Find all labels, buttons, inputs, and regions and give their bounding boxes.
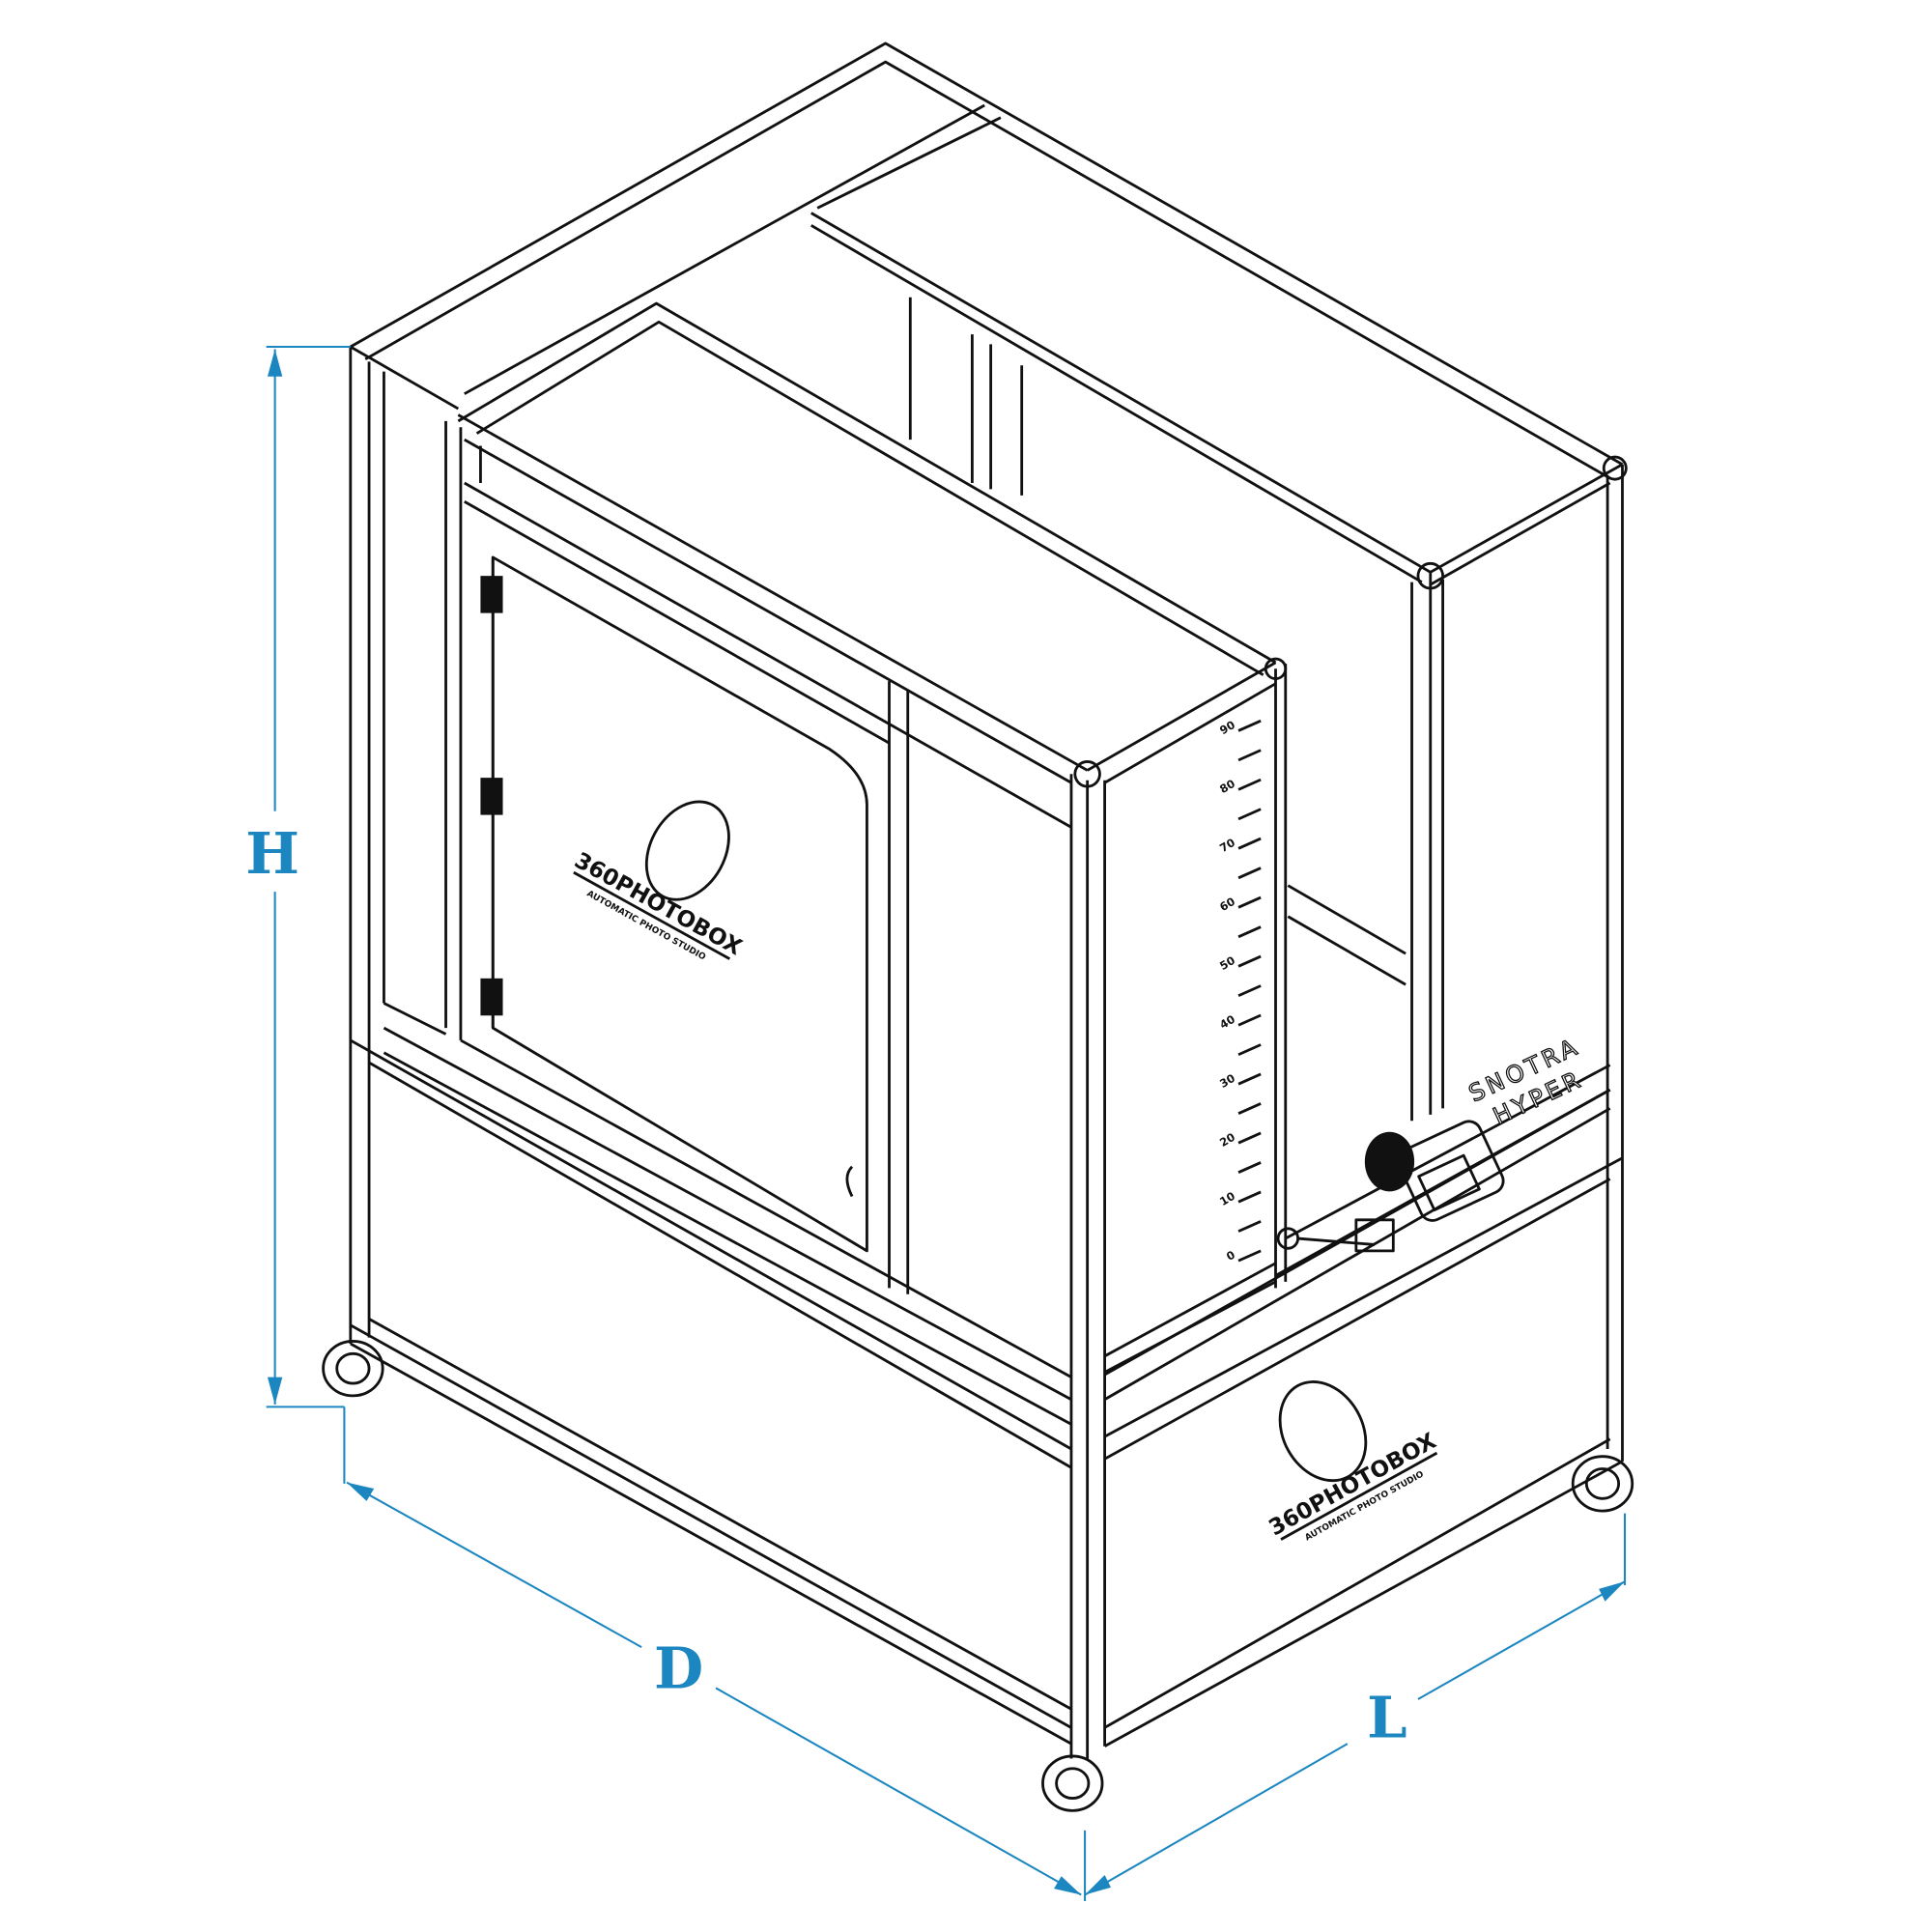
scale-label: 20 xyxy=(1217,1130,1237,1150)
scale-label: 40 xyxy=(1217,1012,1237,1032)
svg-text:H: H xyxy=(245,820,299,887)
scale-tick xyxy=(1237,1161,1262,1174)
model-name: SNOTRA HYPER xyxy=(1463,1031,1588,1130)
scale-tick xyxy=(1237,837,1262,850)
scale-tick xyxy=(1237,1072,1262,1086)
scale-tick xyxy=(1237,925,1262,939)
scale-label: 80 xyxy=(1217,777,1237,796)
scale-tick xyxy=(1237,1131,1262,1145)
photo-box xyxy=(383,301,1628,1759)
corner-connectors xyxy=(1073,455,1628,788)
door[interactable] xyxy=(491,555,868,1253)
dimension-height: H xyxy=(245,345,351,1408)
dimension-depth: D xyxy=(343,1406,1082,1896)
svg-text:D: D xyxy=(654,1634,703,1701)
scale-tick xyxy=(1237,867,1262,880)
scale-label: 10 xyxy=(1217,1189,1237,1208)
scale-tick xyxy=(1237,895,1262,909)
scale-label: 60 xyxy=(1217,895,1237,914)
scale-tick xyxy=(1237,1043,1262,1057)
svg-text:360PHOTOBOX: 360PHOTOBOX xyxy=(1264,1429,1440,1542)
scale-label: 50 xyxy=(1217,953,1237,973)
scale-tick xyxy=(1237,954,1262,968)
scale-label: 90 xyxy=(1217,718,1237,737)
brand-logo-front: 360PHOTOBOX AUTOMATIC PHOTO STUDIO xyxy=(570,800,746,963)
scale-tick xyxy=(1237,1220,1262,1233)
door-handle[interactable] xyxy=(845,1165,854,1198)
scale-label: 70 xyxy=(1217,836,1237,855)
scale-tick xyxy=(1237,749,1262,762)
scale-tick xyxy=(1237,808,1262,821)
hinge-icon xyxy=(480,576,503,1016)
height-scale: 0 10 20 30 40 50 60 70 80 90 xyxy=(1217,718,1262,1264)
scale-tick xyxy=(1237,719,1262,732)
scale-tick xyxy=(1237,1013,1262,1027)
outer-frame xyxy=(349,42,1624,1747)
svg-text:L: L xyxy=(1367,1685,1406,1751)
camera xyxy=(1274,1064,1611,1277)
scale-label: 30 xyxy=(1217,1071,1237,1091)
scale-tick xyxy=(1237,778,1262,791)
scale-tick xyxy=(1237,984,1262,998)
scale-tick xyxy=(1237,1249,1262,1263)
caster-wheels xyxy=(322,1340,1634,1812)
brand-logo-side: 360PHOTOBOX AUTOMATIC PHOTO STUDIO xyxy=(1264,1380,1440,1543)
scale-tick xyxy=(1237,1190,1262,1204)
dimension-length: L xyxy=(1084,1513,1627,1901)
svg-text:360PHOTOBOX: 360PHOTOBOX xyxy=(570,848,746,961)
scale-tick xyxy=(1237,1102,1262,1115)
scale-label: 0 xyxy=(1224,1248,1237,1264)
